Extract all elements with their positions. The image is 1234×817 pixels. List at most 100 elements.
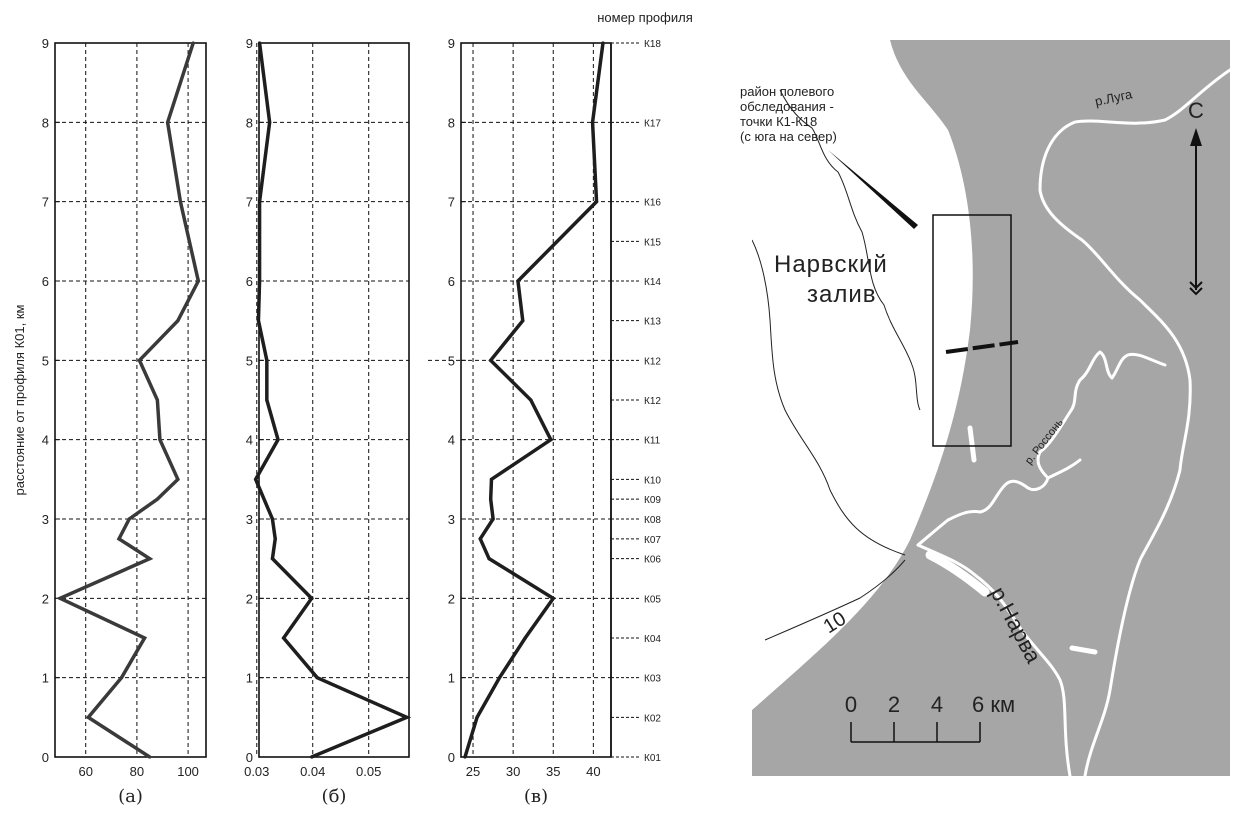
profile-label: К17 [644,118,661,129]
series-line [55,42,201,759]
panel-label: (в) [524,786,548,807]
north-arrow: С [1188,98,1204,296]
data-point [265,398,269,402]
profile-label: К08 [644,515,661,526]
x-tick-label: 0.05 [356,764,381,779]
scale-tick-2: 2 [888,692,900,717]
data-point [487,557,491,561]
data-point [491,517,495,521]
profile-label: К14 [644,277,661,288]
data-point [282,636,286,640]
profile-label: К01 [644,753,661,764]
data-point [594,200,599,204]
y-axis-label: расстояние от профиля К01, км [12,304,27,495]
callout-label: район полевого обследования - точки К1-К… [740,84,837,144]
profile-label: К13 [644,317,661,328]
data-point [315,676,319,680]
data-point [529,398,533,402]
data-point [489,358,493,362]
callout-line-2: обследования - [740,99,834,114]
y-tick-label: 8 [448,115,455,130]
y-tick-label: 2 [448,591,455,606]
data-point [551,596,555,600]
data-point [142,636,147,640]
data-point [117,537,121,541]
data-point [86,715,90,719]
y-tick-label: 0 [448,750,455,765]
data-point [155,497,159,501]
scale-bar: 0 2 4 6 км [845,692,1015,743]
data-point [405,715,409,719]
north-arrow-head-icon [1190,128,1202,146]
y-tick-label: 5 [246,353,253,368]
y-tick-label: 5 [42,353,49,368]
data-point [478,537,482,541]
y-tick-label: 8 [246,115,253,130]
river-rosson [916,350,1167,547]
rivers [916,68,1230,776]
data-point [601,41,605,45]
chart-panel-c: 012345678925303540(в) [448,36,612,807]
panel-label: (а) [118,786,143,807]
data-point [119,676,124,680]
callout-pointer [828,150,918,229]
data-point [489,497,493,501]
series-line [463,42,605,758]
data-point [137,358,142,362]
data-point [257,41,262,45]
y-tick-label: 2 [42,591,49,606]
data-point [549,438,553,442]
y-tick-label: 0 [246,750,253,765]
y-tick-label: 7 [42,195,49,210]
y-tick-label: 1 [42,671,49,686]
data-point [254,477,258,481]
data-point [176,319,180,323]
profile-label: К12 [644,356,661,367]
y-tick-label: 7 [448,195,455,210]
data-point [176,477,180,481]
data-point [497,676,502,680]
x-tick-label: 60 [78,764,92,779]
north-label: С [1188,98,1204,123]
scale-tick-0: 0 [845,692,857,717]
profile-label: К11 [644,436,661,447]
callout-line-4: (с юга на север) [740,129,837,144]
data-point [270,557,275,561]
data-point [148,755,152,759]
y-tick-label: 2 [246,591,253,606]
lake-small [1069,645,1098,655]
x-tick-label: 100 [177,764,199,779]
y-tick-label: 3 [246,512,253,527]
x-tick-label: 0.03 [244,764,269,779]
x-tick-label: 25 [466,764,480,779]
data-point [148,557,152,561]
profile-label: К07 [644,535,661,546]
profile-label: К12 [644,396,661,407]
data-point [463,755,467,759]
profile-label: К06 [644,555,661,566]
islet [967,425,977,463]
profile-label: К10 [644,475,661,486]
y-tick-label: 4 [246,433,253,448]
coastline-west-2 [752,239,906,556]
y-tick-label: 9 [448,36,455,51]
data-point [158,438,162,442]
land-area [752,40,1230,776]
profile-number-header: номер профиля [597,10,693,25]
north-arrow-tail-icon [1189,281,1203,296]
profile-label: К09 [644,495,661,506]
series-line [253,42,412,759]
y-tick-label: 6 [246,274,253,289]
profile-label: К02 [644,713,661,724]
y-tick-label: 9 [246,36,253,51]
y-tick-label: 3 [448,512,455,527]
scale-tick-4: 4 [931,692,943,717]
depth-contour-10 [764,559,906,641]
data-point [256,319,261,323]
data-point [166,120,170,124]
y-tick-label: 4 [448,433,455,448]
plot-frame [258,42,410,758]
y-tick-label: 4 [42,433,49,448]
data-point [268,120,272,124]
